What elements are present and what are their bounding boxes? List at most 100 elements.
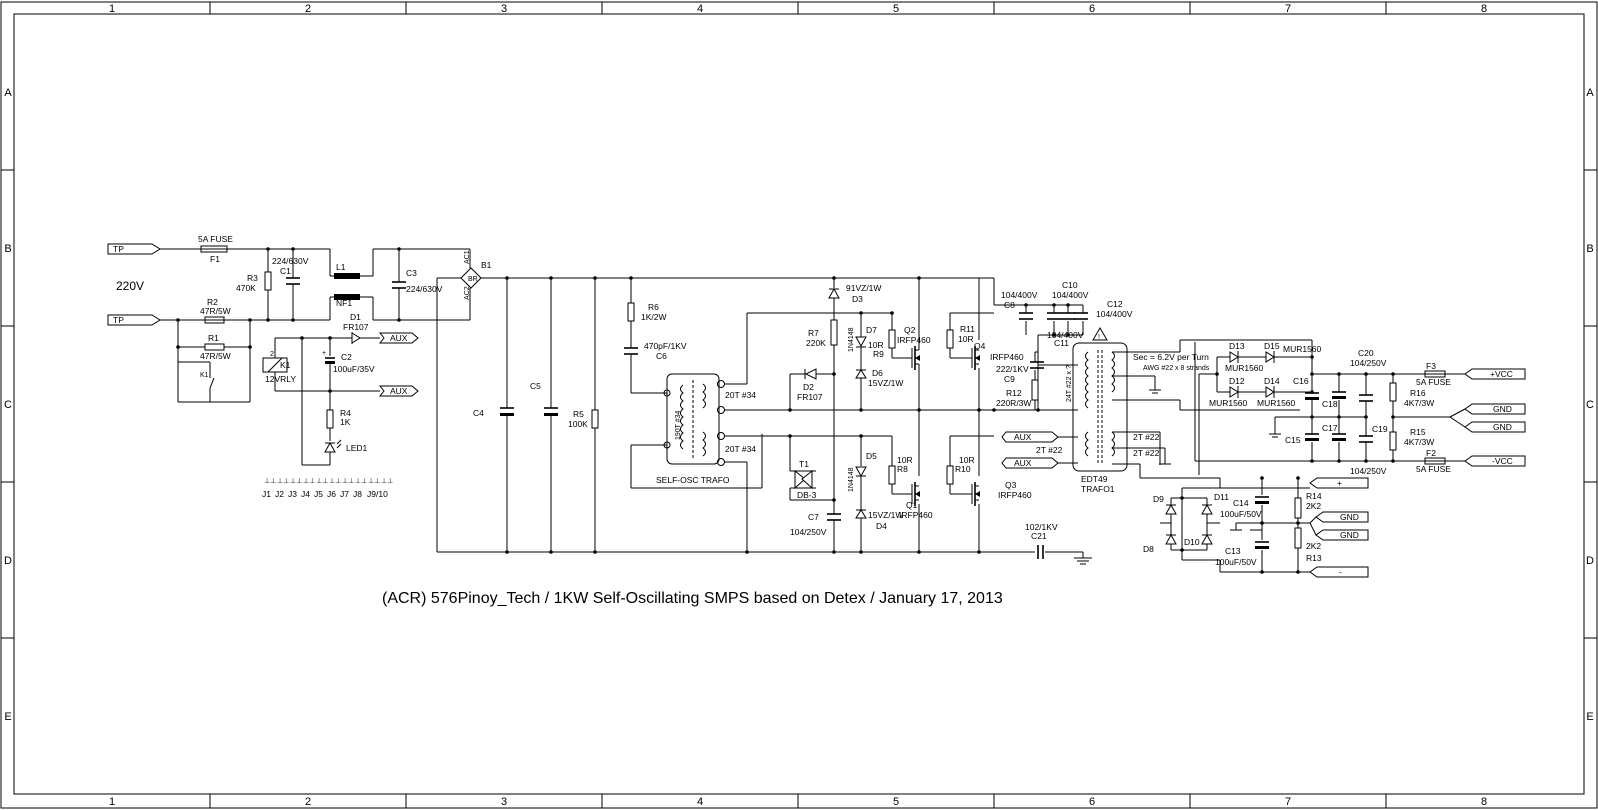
svg-text:104/400V: 104/400V — [1052, 290, 1089, 300]
svg-text:D5: D5 — [866, 451, 877, 461]
jumper-label: J2 — [275, 489, 284, 499]
junction — [248, 318, 252, 322]
resistor-r16: R16 4K7/3W — [1389, 382, 1434, 408]
col-label: 4 — [697, 796, 703, 808]
svg-text:1N4148: 1N4148 — [848, 467, 855, 492]
diode-d8: D8 — [1143, 533, 1177, 554]
svg-text:220K: 220K — [806, 338, 826, 348]
svg-text:C20: C20 — [1358, 348, 1374, 358]
fuse-f2: F2 5A FUSE — [1416, 448, 1451, 474]
svg-text:MUR1560: MUR1560 — [1257, 398, 1296, 408]
jumper-label: J1 — [262, 489, 271, 499]
junction — [1310, 372, 1314, 376]
svg-text:K1: K1 — [280, 360, 291, 370]
junction — [397, 247, 401, 251]
junction — [593, 550, 597, 554]
junction — [291, 247, 295, 251]
svg-text:102/1KV: 102/1KV — [1025, 522, 1058, 532]
row-label: C — [4, 399, 12, 411]
svg-text:5A FUSE: 5A FUSE — [1416, 464, 1451, 474]
diac-t1: T1 DB-3 — [790, 459, 817, 500]
svg-text:224/630V: 224/630V — [406, 284, 443, 294]
junction — [266, 318, 270, 322]
junction — [1066, 303, 1070, 307]
capacitor-c17: C17 — [1322, 423, 1346, 441]
svg-text:100uF/50V: 100uF/50V — [1215, 557, 1257, 567]
jumper-row: ⊥⊥ ⊥⊥ ⊥⊥ ⊥⊥ ⊥⊥ ⊥⊥ ⊥⊥ ⊥⊥ ⊥⊥ ⊥⊥ — [264, 478, 393, 485]
svg-text:D13: D13 — [1229, 341, 1245, 351]
input-terminal-neutral: TP — [107, 314, 161, 326]
junction — [977, 408, 981, 412]
svg-text:C15: C15 — [1285, 435, 1301, 445]
svg-text:C7: C7 — [808, 512, 819, 522]
row-label: C — [1586, 399, 1594, 411]
svg-text:100uF/35V: 100uF/35V — [333, 364, 375, 374]
svg-text:C17: C17 — [1322, 423, 1338, 433]
resistor-r11: R11 10R — [946, 324, 975, 349]
svg-text:AC2: AC2 — [464, 286, 471, 300]
resistor-r3: R3 470K — [236, 271, 272, 293]
svg-text:AC1: AC1 — [464, 250, 471, 264]
jumper-label: J8 — [353, 489, 362, 499]
svg-text:IRFP460: IRFP460 — [998, 490, 1032, 500]
capacitor-c21: 102/1KV C21 — [1025, 522, 1058, 559]
col-label: 5 — [893, 796, 899, 808]
svg-text:C3: C3 — [406, 268, 417, 278]
zener-d4: 15VZ/1W D4 — [855, 509, 903, 531]
resistor-r6: R6 1K/2W — [627, 302, 667, 322]
jumper-label: J9/10 — [367, 489, 388, 499]
capacitor-c15: C15 — [1285, 433, 1319, 445]
col-label: 2 — [305, 3, 311, 15]
drawing-title: (ACR) 576Pinoy_Tech / 1KW Self-Oscillati… — [382, 590, 1003, 607]
junction — [549, 276, 553, 280]
svg-text:R9: R9 — [873, 349, 884, 359]
resistor-r4: R4 1K — [326, 408, 351, 429]
output-port-gnd: GND — [1315, 529, 1369, 541]
svg-text:R5: R5 — [573, 409, 584, 419]
col-label: 6 — [1089, 796, 1095, 808]
mosfet-q2: Q2 IRFP460 — [897, 325, 931, 370]
diode-d10: D10 — [1184, 533, 1213, 547]
secondary-wiring — [1112, 339, 1465, 475]
junction — [1310, 459, 1314, 463]
svg-text:222/1KV: 222/1KV — [996, 364, 1029, 374]
junction — [1052, 303, 1056, 307]
svg-text:⊥⊥: ⊥⊥ — [264, 478, 276, 485]
svg-text:TP: TP — [113, 315, 124, 325]
capacitor-c7: C7 104/250V — [790, 512, 841, 537]
svg-text:20T #34: 20T #34 — [725, 444, 756, 454]
junction — [1260, 476, 1264, 480]
svg-text:⊥⊥: ⊥⊥ — [329, 478, 341, 485]
svg-text:⊥⊥: ⊥⊥ — [368, 478, 380, 485]
svg-text:AUX: AUX — [390, 386, 408, 396]
junction — [300, 336, 304, 340]
svg-text:GND: GND — [1493, 422, 1512, 432]
junction — [1260, 570, 1264, 574]
svg-text:104/250V: 104/250V — [1350, 358, 1387, 368]
svg-text:GND: GND — [1340, 530, 1359, 540]
svg-text:MUR1560: MUR1560 — [1225, 363, 1264, 373]
resistor-r9: 10R R9 — [868, 329, 896, 359]
svg-text:T1: T1 — [799, 459, 809, 469]
row-label: B — [1586, 243, 1593, 255]
row-label: A — [4, 87, 12, 99]
aux-port: AUX — [1001, 457, 1059, 469]
output-port-vcc-pos: +VCC — [1464, 368, 1526, 380]
svg-text:AUX: AUX — [390, 333, 408, 343]
svg-text:20T #34: 20T #34 — [725, 390, 756, 400]
svg-text:FR107: FR107 — [343, 322, 369, 332]
svg-text:D4: D4 — [876, 521, 887, 531]
svg-text:R1: R1 — [208, 333, 219, 343]
svg-text:⊥⊥: ⊥⊥ — [381, 478, 393, 485]
svg-text:R2: R2 — [207, 297, 218, 307]
capacitor-c6: 470pF/1KV C6 — [624, 341, 687, 361]
svg-text:1K: 1K — [340, 417, 351, 427]
jumper-label: J6 — [327, 489, 336, 499]
capacitor-c2: + C2 100uF/35V — [322, 350, 375, 374]
zener-d3: 91VZ/1W D3 — [828, 283, 881, 304]
junction — [917, 550, 921, 554]
svg-text:104/250V: 104/250V — [1350, 466, 1387, 476]
svg-text:D9: D9 — [1153, 494, 1164, 504]
frame-column-ticks — [209, 2, 1387, 808]
col-label: 5 — [893, 3, 899, 15]
